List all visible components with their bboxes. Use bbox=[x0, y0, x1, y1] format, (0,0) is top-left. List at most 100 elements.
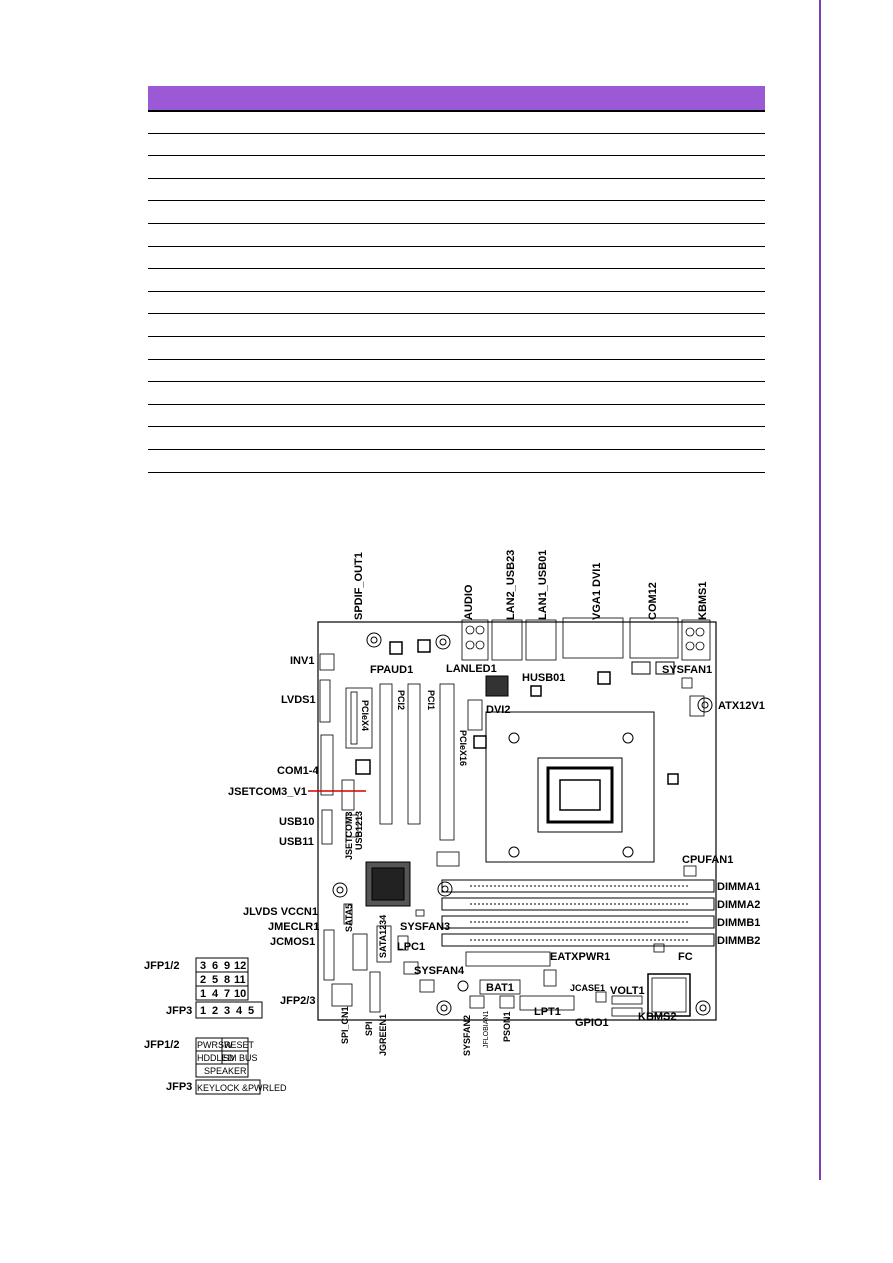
label-jgreen1: JGREEN1 bbox=[378, 1014, 388, 1056]
label-cpufan1: CPUFAN1 bbox=[682, 854, 733, 866]
label-pci2: PCI2 bbox=[396, 690, 406, 710]
label-bat1: BAT1 bbox=[486, 982, 514, 994]
pin-key-r1c2: 6 bbox=[212, 960, 218, 972]
label-lpc1: LPC1 bbox=[397, 941, 425, 953]
label-husb01: HUSB01 bbox=[522, 672, 565, 684]
func-key-title-jfp12: JFP1/2 bbox=[144, 1039, 179, 1051]
chipset bbox=[365, 861, 691, 1017]
table-row-line bbox=[148, 133, 765, 134]
label-lpt1: LPT1 bbox=[534, 1006, 561, 1018]
table-row-line bbox=[148, 381, 765, 382]
pin-key-r2c3: 8 bbox=[224, 974, 230, 986]
label-usb11: USB11 bbox=[279, 836, 314, 848]
label-jsetcom3v1: JSETCOM3_V1 bbox=[228, 786, 307, 798]
pin-key-r2c4: 11 bbox=[234, 974, 246, 986]
pin-key-r3c1: 1 bbox=[200, 988, 206, 1000]
label-sysfan2: SYSFAN2 bbox=[462, 1015, 472, 1056]
table-row-line bbox=[148, 200, 765, 201]
table-row-line bbox=[148, 291, 765, 292]
pin-key-r4c2: 2 bbox=[212, 1005, 218, 1017]
pin-key-r3c2: 4 bbox=[212, 988, 219, 1000]
table-header bbox=[148, 86, 765, 110]
label-jfilter: JFLOBIAN1 bbox=[483, 1011, 490, 1048]
label-eatxpwr1: EATXPWR1 bbox=[550, 951, 610, 963]
func-key-pwrsw: PWRSW bbox=[197, 1040, 233, 1050]
pin-key-r4c3: 3 bbox=[224, 1005, 230, 1017]
func-key-keylock: KEYLOCK &PWRLED bbox=[197, 1083, 287, 1093]
label-spi-cn: SPI_CN1 bbox=[340, 1006, 350, 1044]
label-jlvds: JLVDS VCCN1 bbox=[243, 906, 318, 918]
pin-key-r1c3: 9 bbox=[224, 960, 230, 972]
cpu-socket bbox=[485, 711, 655, 863]
label-jsetcom3: JSETCOM3 bbox=[344, 811, 354, 860]
label-pcie4: PCIeX4 bbox=[360, 700, 370, 731]
label-fpaud1: FPAUD1 bbox=[370, 664, 413, 676]
label-kbms2: KBMS2 bbox=[638, 1011, 677, 1023]
table-row-line bbox=[148, 223, 765, 224]
label-jmeclr: JMECLR1 bbox=[268, 921, 319, 933]
side-rule bbox=[819, 0, 821, 1180]
label-com14: COM1-4 bbox=[277, 765, 319, 777]
label-dimmb1: DIMMB1 bbox=[717, 917, 760, 929]
label-usb1213: USB1213 bbox=[354, 811, 364, 850]
label-kbms1: KBMS1 bbox=[697, 581, 709, 620]
label-spi: SPI bbox=[364, 1021, 374, 1036]
label-spdif: SPDIF_OUT1 bbox=[353, 552, 365, 620]
table-row-line bbox=[148, 472, 765, 473]
expansion-slots bbox=[345, 683, 483, 841]
label-sata5: SATA5 bbox=[344, 904, 354, 932]
label-jcmos: JCMOS1 bbox=[270, 936, 315, 948]
label-dimma1: DIMMA1 bbox=[717, 881, 760, 893]
table-row-line bbox=[148, 313, 765, 314]
pin-key-r1c4: 12 bbox=[234, 960, 246, 972]
pin-key-r4c1: 1 bbox=[200, 1005, 206, 1017]
pin-key-r1c1: 3 bbox=[200, 960, 206, 972]
label-lan1: LAN1_USB01 bbox=[537, 550, 549, 620]
table-row-line bbox=[148, 178, 765, 179]
bottom-connectors bbox=[397, 677, 705, 1017]
func-key-hddled: HDDLED bbox=[197, 1053, 235, 1063]
label-dvi2: DVI2 bbox=[486, 704, 510, 716]
pin-number-key: JFP1/2 3 6 9 12 2 5 8 11 1 4 7 10 JFP3 1… bbox=[144, 957, 263, 1019]
label-lanled1: LANLED1 bbox=[446, 663, 497, 675]
label-volt1: VOLT1 bbox=[610, 985, 645, 997]
label-atx12v1: ATX12V1 bbox=[718, 700, 765, 712]
label-vga: VGA1 DVI1 bbox=[591, 563, 603, 620]
label-inv1: INV1 bbox=[290, 655, 314, 667]
function-key: JFP1/2 PWRSW RESET HDDLED SM BUS SPEAKER… bbox=[144, 1037, 287, 1095]
board-outline bbox=[317, 621, 717, 1021]
label-jfp23: JFP2/3 bbox=[280, 995, 315, 1007]
label-usb10: USB10 bbox=[279, 816, 314, 828]
pin-key-r2c2: 5 bbox=[212, 974, 218, 986]
label-sata1234: SATA1234 bbox=[378, 915, 388, 958]
label-com12: COM12 bbox=[647, 582, 659, 620]
rear-io bbox=[461, 617, 711, 661]
mounting-holes bbox=[332, 632, 713, 1016]
func-key-title-jfp3: JFP3 bbox=[166, 1081, 192, 1093]
pin-key-r3c4: 10 bbox=[234, 988, 246, 1000]
table-row-line bbox=[148, 449, 765, 450]
table-row-line bbox=[148, 404, 765, 405]
label-sysfan1: SYSFAN1 bbox=[662, 664, 712, 676]
label-jcase1: JCASE1 bbox=[570, 983, 605, 993]
table-row-line bbox=[148, 359, 765, 360]
table-row-line bbox=[148, 336, 765, 337]
table-row-line bbox=[148, 246, 765, 247]
func-key-speaker: SPEAKER bbox=[204, 1066, 247, 1076]
table-row-line bbox=[148, 268, 765, 269]
pin-key-r4c5: 5 bbox=[248, 1005, 254, 1017]
label-dimma2: DIMMA2 bbox=[717, 899, 760, 911]
label-lan2: LAN2_USB23 bbox=[505, 550, 517, 620]
label-sysfan4: SYSFAN4 bbox=[414, 965, 465, 977]
dimm-slots bbox=[441, 879, 715, 947]
pin-key-r2c1: 2 bbox=[200, 974, 206, 986]
label-pson1: PSON1 bbox=[502, 1011, 512, 1042]
table-row-line bbox=[148, 155, 765, 156]
label-fc: FC bbox=[678, 951, 693, 963]
label-dimmb2: DIMMB2 bbox=[717, 935, 760, 947]
func-key-smbus: SM BUS bbox=[223, 1053, 258, 1063]
pin-key-r4c4: 4 bbox=[236, 1005, 243, 1017]
pin-key-title-jfp3: JFP3 bbox=[166, 1005, 192, 1017]
left-headers bbox=[319, 653, 392, 1013]
